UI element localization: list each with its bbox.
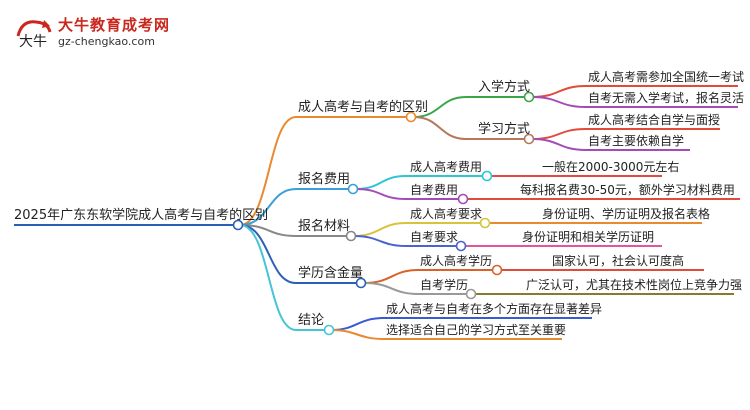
- edge-root-branch4: [239, 224, 358, 284]
- entry-detail-a: 成人高考需参加全国统一考试: [588, 70, 745, 84]
- logo-badge-text: 大牛: [19, 34, 47, 50]
- node-branch1: [405, 111, 417, 123]
- mat-adult-detail: 身份证明、学历证明及报名表格: [542, 207, 711, 221]
- edge-branch1-entry: [413, 96, 526, 118]
- edge-value-self: [363, 282, 468, 295]
- edge-study-b: [531, 138, 690, 151]
- node-root: [232, 219, 244, 231]
- node-branch3: [345, 230, 357, 242]
- node-value-self: [465, 288, 477, 300]
- edge-root-branch1: [239, 116, 408, 226]
- logo-title: 大牛教育成考网: [58, 16, 171, 34]
- logo-url: gz-chengkao.com: [58, 35, 155, 48]
- node-branch4: [355, 277, 367, 289]
- node-mat-adult: [479, 217, 491, 229]
- value-self-label: 自考学历: [420, 278, 469, 292]
- entry-label: 入学方式: [478, 80, 531, 95]
- value-adult-label: 成人高考学历: [420, 254, 493, 268]
- branch3-label: 报名材料: [298, 219, 351, 234]
- site-logo[interactable]: 大牛 大牛教育成考网 gz-chengkao.com: [8, 14, 173, 54]
- fee-self-label: 自考费用: [410, 183, 459, 197]
- branch5-label: 结论: [298, 313, 325, 328]
- edge-branch1-study: [413, 116, 526, 140]
- mat-self-detail: 身份证明和相关学历证明: [522, 230, 655, 244]
- edge-root-branch2: [239, 188, 350, 226]
- branch4-label: 学历含金量: [298, 266, 364, 281]
- study-detail-a: 成人高考结合自学与面授: [588, 113, 721, 127]
- branch2-label: 报名费用: [298, 172, 351, 187]
- edge-root-branch3: [239, 224, 348, 237]
- fee-self-detail: 每科报名费30-50元，额外学习材料费用: [520, 183, 735, 197]
- edge-fee-self: [355, 188, 460, 200]
- fee-adult-detail: 一般在2000-3000元左右: [542, 160, 680, 174]
- study-detail-b: 自考主要依赖自学: [588, 134, 685, 148]
- value-self-detail: 广泛认可，尤其在技术性岗位上竞争力强: [526, 278, 743, 292]
- root-label: 2025年广东东软学院成人高考与自考的区别: [14, 208, 269, 223]
- node-fee-self: [457, 193, 469, 205]
- bull-logo-icon: 大牛: [16, 20, 52, 50]
- edge-root-branch5: [239, 224, 326, 331]
- fee-adult-label: 成人高考费用: [410, 160, 483, 174]
- node-mat-self: [455, 240, 467, 252]
- conclusion-a: 成人高考与自考在多个方面存在显著差异: [386, 302, 603, 316]
- study-label: 学习方式: [478, 122, 531, 137]
- entry-detail-b: 自考无需入学考试，报名灵活: [588, 91, 745, 105]
- mat-self-label: 自考要求: [410, 230, 459, 244]
- value-adult-detail: 国家认可，社会认可度高: [552, 254, 685, 268]
- conclusion-b: 选择适合自己的学习方式至关重要: [386, 323, 567, 337]
- node-value-adult: [491, 264, 503, 276]
- edge-mat-self: [353, 235, 458, 247]
- node-branch2: [347, 183, 359, 195]
- branch1-label: 成人高考与自考的区别: [298, 100, 429, 115]
- mat-adult-label: 成人高考要求: [410, 207, 483, 221]
- node-branch5: [323, 324, 335, 336]
- node-fee-adult: [481, 170, 493, 182]
- node-study: [523, 133, 535, 145]
- edge-conclusion-b: [331, 329, 562, 340]
- edge-entry-b: [531, 96, 738, 108]
- node-entry: [523, 91, 535, 103]
